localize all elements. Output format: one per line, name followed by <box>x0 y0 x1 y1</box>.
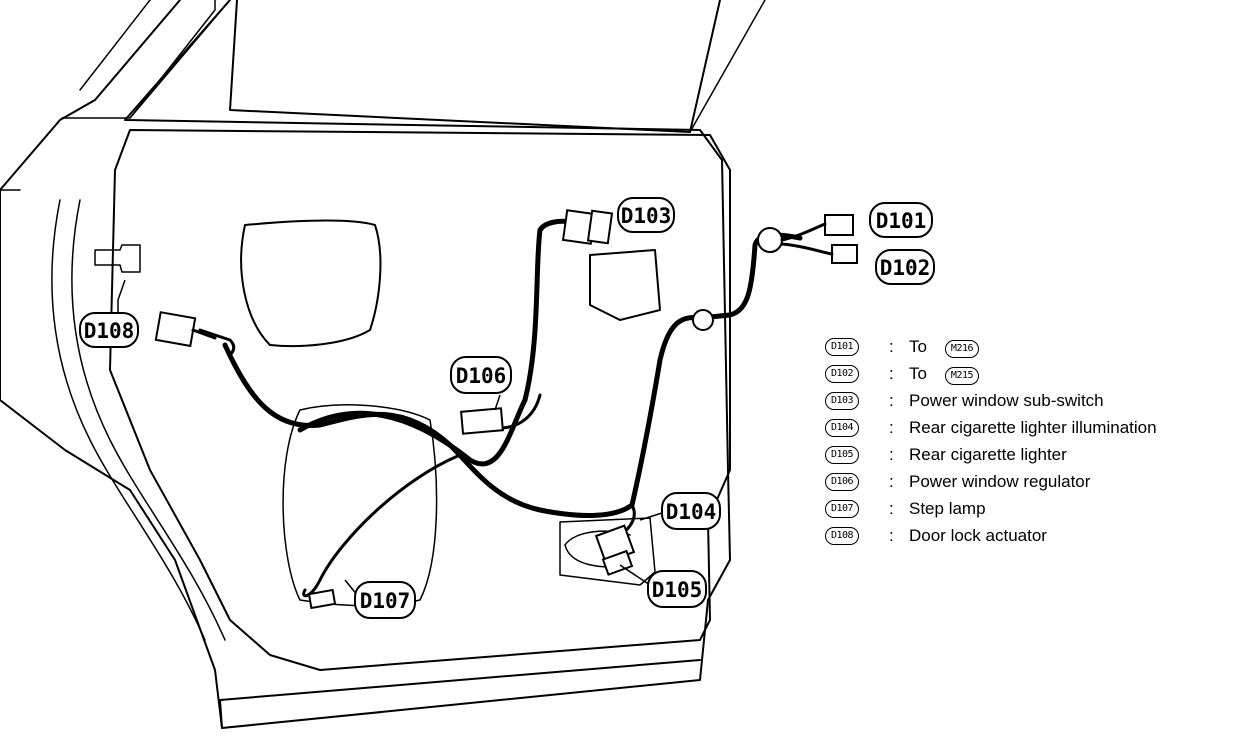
legend-separator: : <box>889 418 894 437</box>
legend-separator: : <box>889 445 894 464</box>
legend-separator: : <box>889 526 894 545</box>
callout-d106: D106 <box>450 356 512 394</box>
legend-ref-code: M216 <box>944 340 979 358</box>
legend-code: D105 <box>825 446 859 464</box>
callout-d101: D101 <box>869 202 933 238</box>
legend-text: To <box>909 364 927 383</box>
callout-d108-label: D108 <box>84 319 135 343</box>
callout-d104: D104 <box>661 492 721 530</box>
callout-d102: D102 <box>875 249 935 285</box>
callout-d104-label: D104 <box>666 500 717 524</box>
callout-d101-label: D101 <box>876 209 927 233</box>
legend-description: Rear cigarette lighter <box>909 445 1067 464</box>
legend-description: Power window sub-switch <box>909 391 1104 410</box>
connector-d101-d102 <box>757 214 858 264</box>
callout-d108: D108 <box>79 312 139 348</box>
callout-d105-label: D105 <box>652 578 703 602</box>
legend-description: Step lamp <box>909 499 986 518</box>
legend-code: D108 <box>825 527 859 545</box>
connector-d104-d105 <box>594 524 636 576</box>
legend-separator: : <box>889 472 894 491</box>
legend-code: D103 <box>825 392 859 410</box>
legend-description: To M215 <box>909 363 979 385</box>
legend-separator: : <box>889 391 894 410</box>
legend-description: Door lock actuator <box>909 526 1047 545</box>
legend-text: To <box>909 337 927 356</box>
grommet <box>692 309 714 331</box>
callout-d107: D107 <box>354 581 416 619</box>
connector-d107 <box>307 588 337 610</box>
legend-separator: : <box>889 364 894 383</box>
legend-description: To M216 <box>909 336 979 358</box>
callout-d102-label: D102 <box>880 256 931 280</box>
callout-d106-label: D106 <box>456 364 507 388</box>
callout-d103-label: D103 <box>621 204 672 228</box>
legend-code: D102 <box>825 365 859 383</box>
callout-d107-label: D107 <box>360 589 411 613</box>
door-body <box>0 0 766 729</box>
legend-code: D101 <box>825 338 859 356</box>
connectors <box>154 209 858 610</box>
legend-code: D106 <box>825 473 859 491</box>
legend-description: Power window regulator <box>909 472 1091 491</box>
legend-separator: : <box>889 337 894 356</box>
callout-d105: D105 <box>647 570 707 608</box>
connector-d103 <box>561 209 614 245</box>
leader-lines <box>117 279 666 597</box>
legend-description: Rear cigarette lighter illumination <box>909 418 1157 437</box>
legend-code: D104 <box>825 419 859 437</box>
legend-separator: : <box>889 499 894 518</box>
legend-ref-code: M215 <box>944 367 979 385</box>
connector-d108 <box>154 311 217 348</box>
connector-d106 <box>460 407 504 435</box>
legend-code: D107 <box>825 500 859 518</box>
callout-d103: D103 <box>617 197 675 233</box>
